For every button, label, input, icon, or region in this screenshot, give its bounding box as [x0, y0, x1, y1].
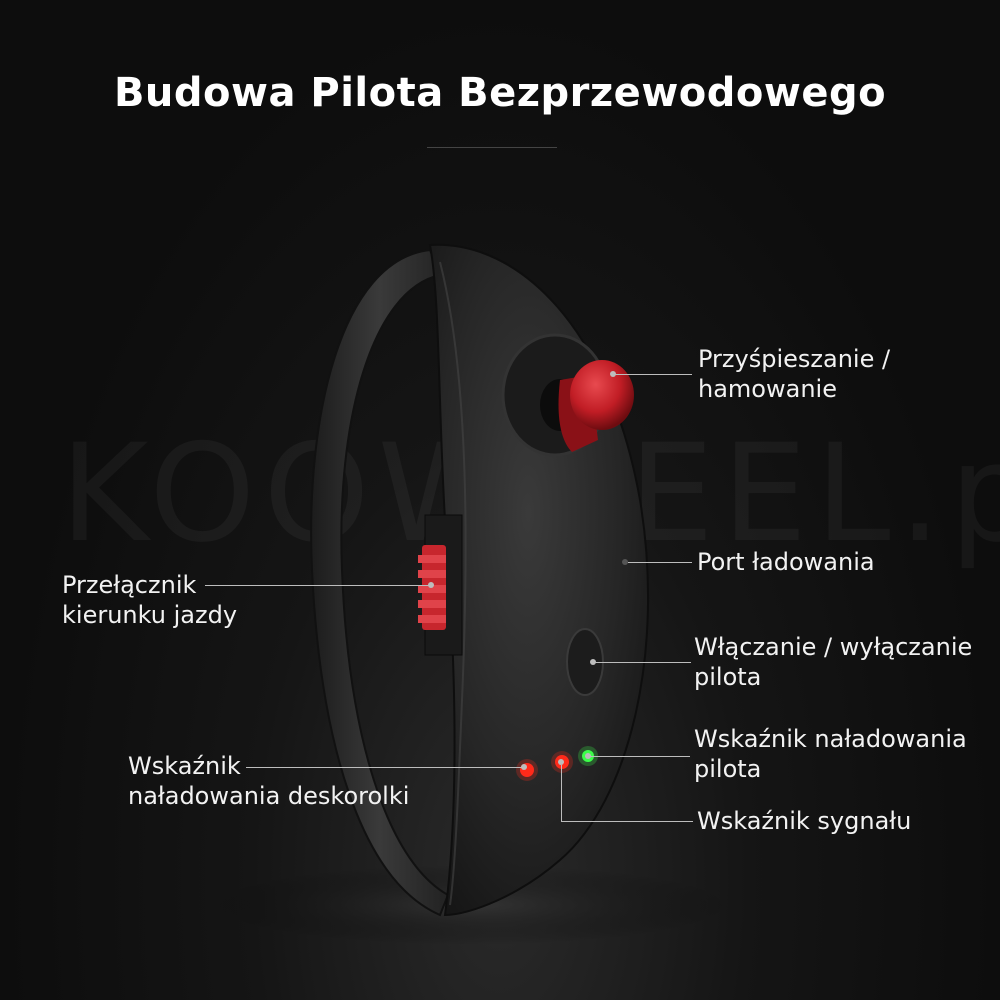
pointer-line-direction: [205, 585, 430, 586]
wrist-strap: [310, 248, 450, 917]
pointer-dot-board-battery: [521, 764, 527, 770]
pointer-dot-remote-battery: [585, 753, 591, 759]
throttle-label: Przyśpieszanie / hamowanie: [698, 345, 891, 403]
charging-port: [622, 559, 628, 565]
pointer-line-signal: [561, 821, 693, 822]
charging-port-label: Port ładowania: [697, 548, 875, 576]
board-battery-label: Wskaźnik naładowania deskorolki: [128, 752, 410, 810]
page-title: Budowa Pilota Bezprzewodowego: [113, 70, 887, 116]
pointer-dot-throttle: [610, 371, 616, 377]
direction-switch: [418, 545, 446, 630]
signal-indicator-label: Wskaźnik sygnału: [697, 807, 912, 835]
pointer-line-charging: [628, 562, 692, 563]
remote-battery-label: Wskaźnik naładowania pilota: [694, 725, 967, 783]
pointer-line-throttle: [614, 374, 692, 375]
title-divider: [427, 147, 557, 148]
pointer-line-board-battery: [246, 767, 524, 768]
pointer-dot-direction: [428, 582, 434, 588]
pointer-line-power: [594, 662, 691, 663]
pointer-dot-signal: [558, 759, 564, 765]
pointer-dot-power: [590, 659, 596, 665]
throttle-thumb-button: [558, 360, 634, 452]
power-label: Włączanie / wyłączanie pilota: [694, 633, 973, 691]
pointer-line-remote-battery: [590, 756, 690, 757]
direction-switch-label: Przełącznik kierunku jazdy: [62, 571, 238, 629]
pointer-vline-signal: [561, 765, 562, 821]
